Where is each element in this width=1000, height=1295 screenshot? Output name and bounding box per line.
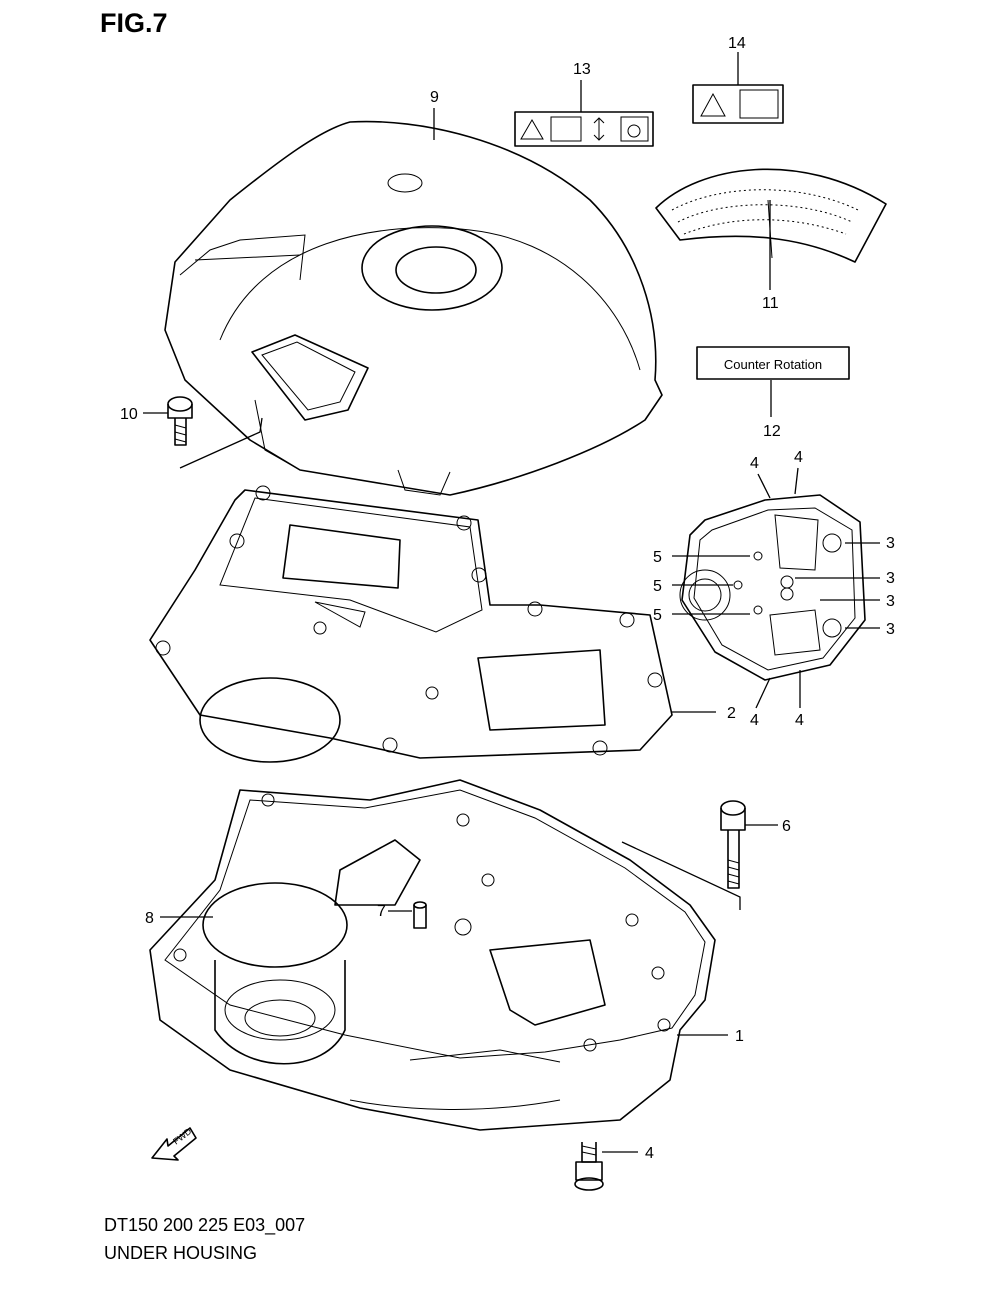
bolt-part-4: [574, 1142, 604, 1191]
bolt-part-10: [167, 396, 193, 446]
callout-3-c: 3: [886, 593, 895, 610]
callout-4-lower-right: 4: [795, 712, 804, 729]
callout-8: 8: [145, 910, 154, 927]
callout-4-top-left: 4: [750, 455, 759, 472]
callout-1: 1: [735, 1028, 744, 1045]
drawing-code: DT150 200 225 E03_007: [104, 1215, 306, 1235]
counter-rotation-label-part-12: Counter Rotation: [696, 346, 850, 380]
dowel-part-7: [413, 901, 427, 929]
callout-3-b: 3: [886, 570, 895, 587]
figure-title: FIG.7: [100, 8, 168, 38]
callout-14: 14: [728, 35, 746, 52]
callout-6: 6: [782, 818, 791, 835]
leader-lines: [143, 52, 880, 1153]
warning-label-part-13: [514, 111, 654, 147]
callout-5-top: 5: [653, 549, 662, 566]
callout-4-bottom: 4: [645, 1145, 654, 1162]
callout-9: 9: [430, 89, 439, 106]
under-housing-part-1: [149, 779, 716, 1131]
callout-3-d: 3: [886, 621, 895, 638]
counter-rotation-text: Counter Rotation: [724, 357, 822, 372]
callout-4-lower-left: 4: [750, 712, 759, 729]
callout-2: 2: [727, 705, 736, 722]
decal-part-11: [655, 168, 887, 263]
callout-7: 7: [377, 903, 386, 920]
callout-10: 10: [120, 406, 138, 423]
callout-13: 13: [573, 61, 591, 78]
callout-3-a: 3: [886, 535, 895, 552]
callout-12: 12: [763, 423, 781, 440]
drawing-name: UNDER HOUSING: [104, 1243, 258, 1263]
callout-4-top-right: 4: [794, 449, 803, 466]
warning-label-part-14: [692, 84, 784, 124]
plate-inset-detail: [679, 494, 866, 681]
callout-11: 11: [762, 295, 779, 312]
callout-5-bottom: 5: [653, 607, 662, 624]
cover-part-9: [164, 120, 663, 496]
callout-5-middle: 5: [653, 578, 662, 595]
bolt-part-6: [720, 800, 746, 889]
forward-arrow-icon: FWD: [151, 1126, 197, 1161]
gasket-part-2: [149, 485, 673, 763]
callout-numbers: 9 13 14 11 12 10 2 1 6 8 7 4 5 5 5 3 3 3…: [120, 35, 895, 1162]
